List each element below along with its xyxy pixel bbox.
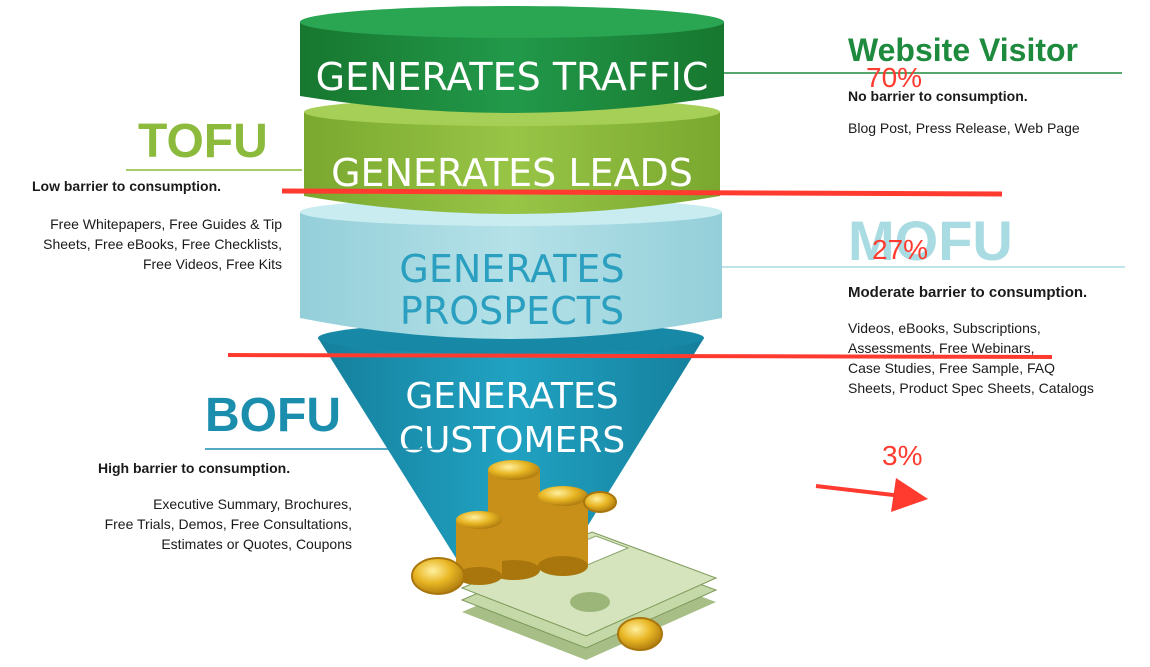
annotation-percent-70: 70%: [866, 62, 923, 93]
annotation-percent-3: 3%: [882, 440, 923, 471]
mofu-heading: MOFU: [848, 209, 1013, 272]
red-divider-line-bottom: [227, 353, 1053, 359]
tofu-examples: Free Whitepapers, Free Guides & Tip Shee…: [43, 214, 282, 274]
annotation-percent-27: 27%: [872, 234, 929, 265]
red-arrow-icon: [815, 478, 928, 512]
bofu-example-line: Estimates or Quotes, Coupons: [161, 536, 352, 552]
tofu-example-line: Free Videos, Free Kits: [142, 256, 282, 272]
mofu-examples: Videos, eBooks, Subscriptions, Assessmen…: [848, 318, 1094, 398]
tofu-heading: TOFU: [138, 115, 268, 168]
prospects-label-line1: GENERATES: [399, 247, 624, 291]
tofu-barrier: Low barrier to consumption.: [32, 178, 222, 194]
money-pile-icon: [411, 460, 718, 660]
mofu-example-line: Assessments, Free Webinars,: [848, 340, 1035, 356]
mofu-example-line: Sheets, Product Spec Sheets, Catalogs: [848, 380, 1094, 396]
customers-label-line1: GENERATES: [405, 376, 618, 417]
visitor-barrier: No barrier to consumption.: [848, 88, 1028, 104]
visitor-heading: Website Visitor: [848, 32, 1078, 68]
traffic-label: GENERATES TRAFFIC: [316, 55, 709, 99]
tofu-example-line: Sheets, Free eBooks, Free Checklists,: [43, 236, 282, 252]
mofu-example-line: Videos, eBooks, Subscriptions,: [848, 320, 1041, 336]
bofu-heading: BOFU: [205, 389, 341, 442]
mofu-barrier: Moderate barrier to consumption.: [848, 284, 1088, 301]
prospects-label-line2: PROSPECTS: [400, 289, 624, 333]
tofu-example-line: Free Whitepapers, Free Guides & Tip: [50, 216, 282, 232]
bofu-examples: Executive Summary, Brochures, Free Trial…: [105, 494, 352, 554]
funnel-traffic-segment: [300, 6, 724, 113]
bofu-example-line: Free Trials, Demos, Free Consultations,: [104, 516, 352, 532]
bofu-barrier: High barrier to consumption.: [98, 460, 291, 476]
bofu-example-line: Executive Summary, Brochures,: [153, 496, 352, 512]
red-divider-line-top: [281, 188, 1003, 197]
leads-label: GENERATES LEADS: [331, 151, 693, 195]
customers-label-line2: CUSTOMERS: [399, 420, 625, 461]
mofu-example-line: Case Studies, Free Sample, FAQ: [848, 360, 1055, 376]
visitor-examples: Blog Post, Press Release, Web Page: [848, 120, 1080, 136]
